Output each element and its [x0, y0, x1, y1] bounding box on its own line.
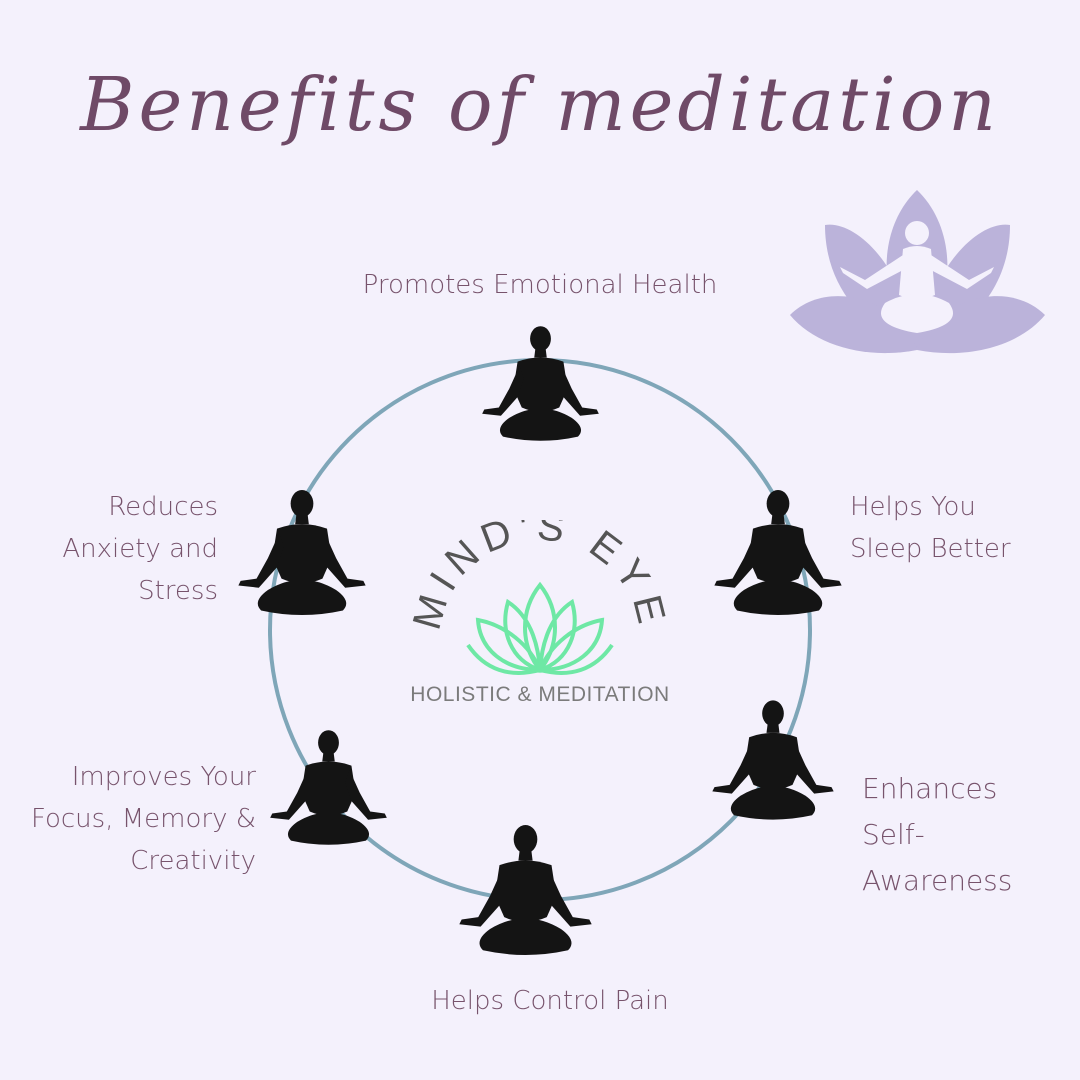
benefit-label-pain: Helps Control Pain — [431, 986, 669, 1016]
meditating-person-icon — [270, 730, 387, 845]
benefit-label-anxiety: Reduces Anxiety and Stress — [62, 492, 218, 606]
lotus-meditation-icon — [790, 190, 1045, 354]
meditating-person-icon — [459, 825, 592, 955]
benefit-label-self-awareness: Enhances Self- Awareness — [862, 772, 1013, 897]
meditating-person-icon — [712, 700, 834, 820]
meditating-person-icon — [714, 490, 842, 615]
page-title: Benefits of meditation — [80, 62, 1000, 148]
brand-tagline: HOLISTIC & MEDITATION — [410, 683, 670, 706]
meditating-person-icon — [482, 326, 599, 441]
svg-text:MIND'S EYE: MIND'S EYE — [405, 520, 675, 634]
brand-logo: MIND'S EYE — [405, 520, 675, 675]
benefit-label-focus: Improves Your Focus, Memory & Creativity — [30, 762, 256, 876]
meditating-person-icon — [238, 490, 366, 615]
benefit-label-sleep: Helps You Sleep Better — [850, 492, 1011, 564]
benefit-label-emotional: Promotes Emotional Health — [362, 270, 718, 300]
lotus-flower-icon — [466, 581, 614, 675]
